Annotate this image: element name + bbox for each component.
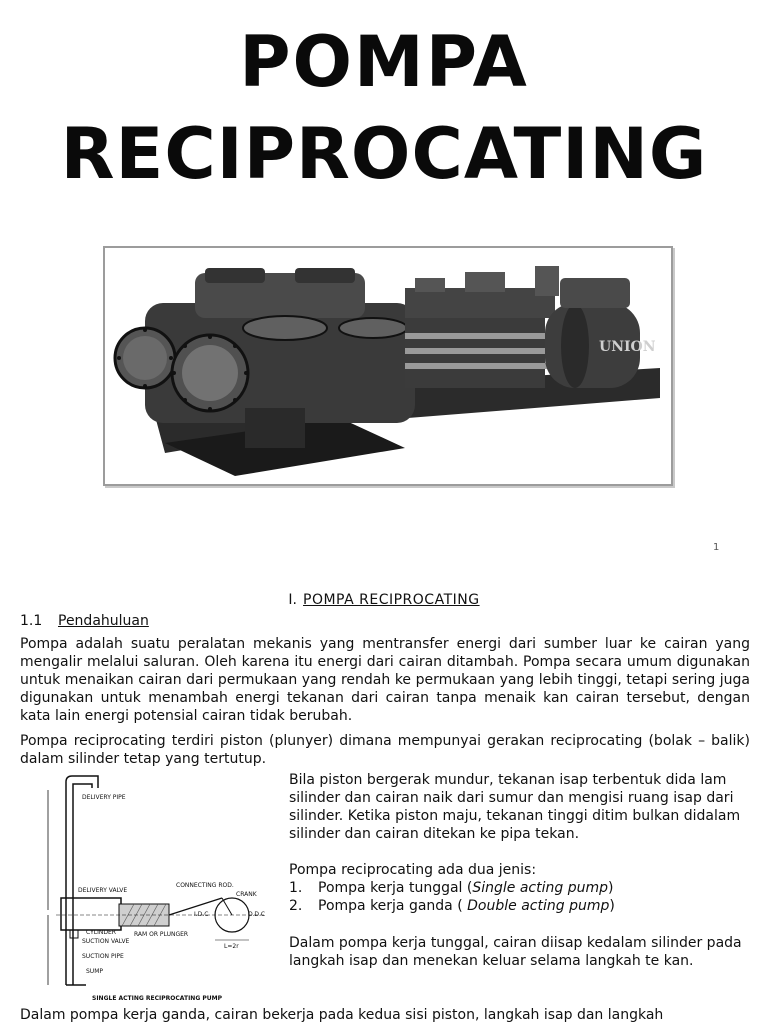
pump-types-block: Pompa reciprocating ada dua jenis: 1. Po… [289,861,749,915]
label-crank: CRANK [236,891,258,898]
section-number: I. [288,592,298,608]
label-delivery-pipe: DELIVERY PIPE [82,794,126,801]
types-intro: Pompa reciprocating ada dua jenis: [289,862,537,878]
label-delivery-valve: DELIVERY VALVE [78,887,127,894]
single-acting-pump-diagram: DELIVERY PIPE DELIVERY VALVE CYLINDER SU… [26,770,281,1008]
label-connecting-rod: CONNECTING ROD. [176,882,234,889]
paragraph-double-acting: Dalam pompa kerja ganda, cairan bekerja … [20,1007,664,1023]
document-title-line-2: RECIPROCATING [60,113,708,195]
list-item: 1. Pompa kerja tunggal (Single acting pu… [289,880,614,896]
label-cylinder: CYLINDER [86,929,116,936]
pump-types-list: 1. Pompa kerja tunggal (Single acting pu… [289,879,749,915]
diagram-caption: SINGLE ACTING RECIPROCATING PUMP [92,995,223,1002]
label-suction-pipe: SUCTION PIPE [82,953,124,960]
label-sump: SUMP [86,968,103,975]
label-stroke: L=2r [224,943,239,950]
subsection-title: Pendahuluan [58,613,149,629]
section-heading: I. POMPA RECIPROCATING [0,592,768,608]
list-item: 2. Pompa kerja ganda ( Double acting pum… [289,898,615,914]
label-suction-valve: SUCTION VALVE [82,938,130,945]
section-title: POMPA RECIPROCATING [303,592,480,608]
paragraph-definition: Pompa reciprocating terdiri piston (plun… [20,733,750,767]
label-ram-plunger: RAM OR PLUNGER [134,931,188,938]
reciprocating-pump-image: UNION [113,266,660,476]
paragraph-stroke-description: Bila piston bergerak mundur, tekanan isa… [289,772,741,842]
subsection-heading: 1.1 Pendahuluan [20,613,149,629]
paragraph-single-acting: Dalam pompa kerja tunggal, cairan diisap… [289,935,742,969]
label-idc: I.D.C [194,911,208,918]
document-title-line-1: POMPA [239,21,529,103]
label-odc: O.D.C [248,911,265,918]
subsection-number: 1.1 [20,613,43,629]
page-number: 1 [713,542,720,553]
pump-photo: UNION [103,246,673,486]
nameplate-text: UNION [599,339,656,355]
paragraph-intro: Pompa adalah suatu peralatan mekanis yan… [20,636,750,724]
